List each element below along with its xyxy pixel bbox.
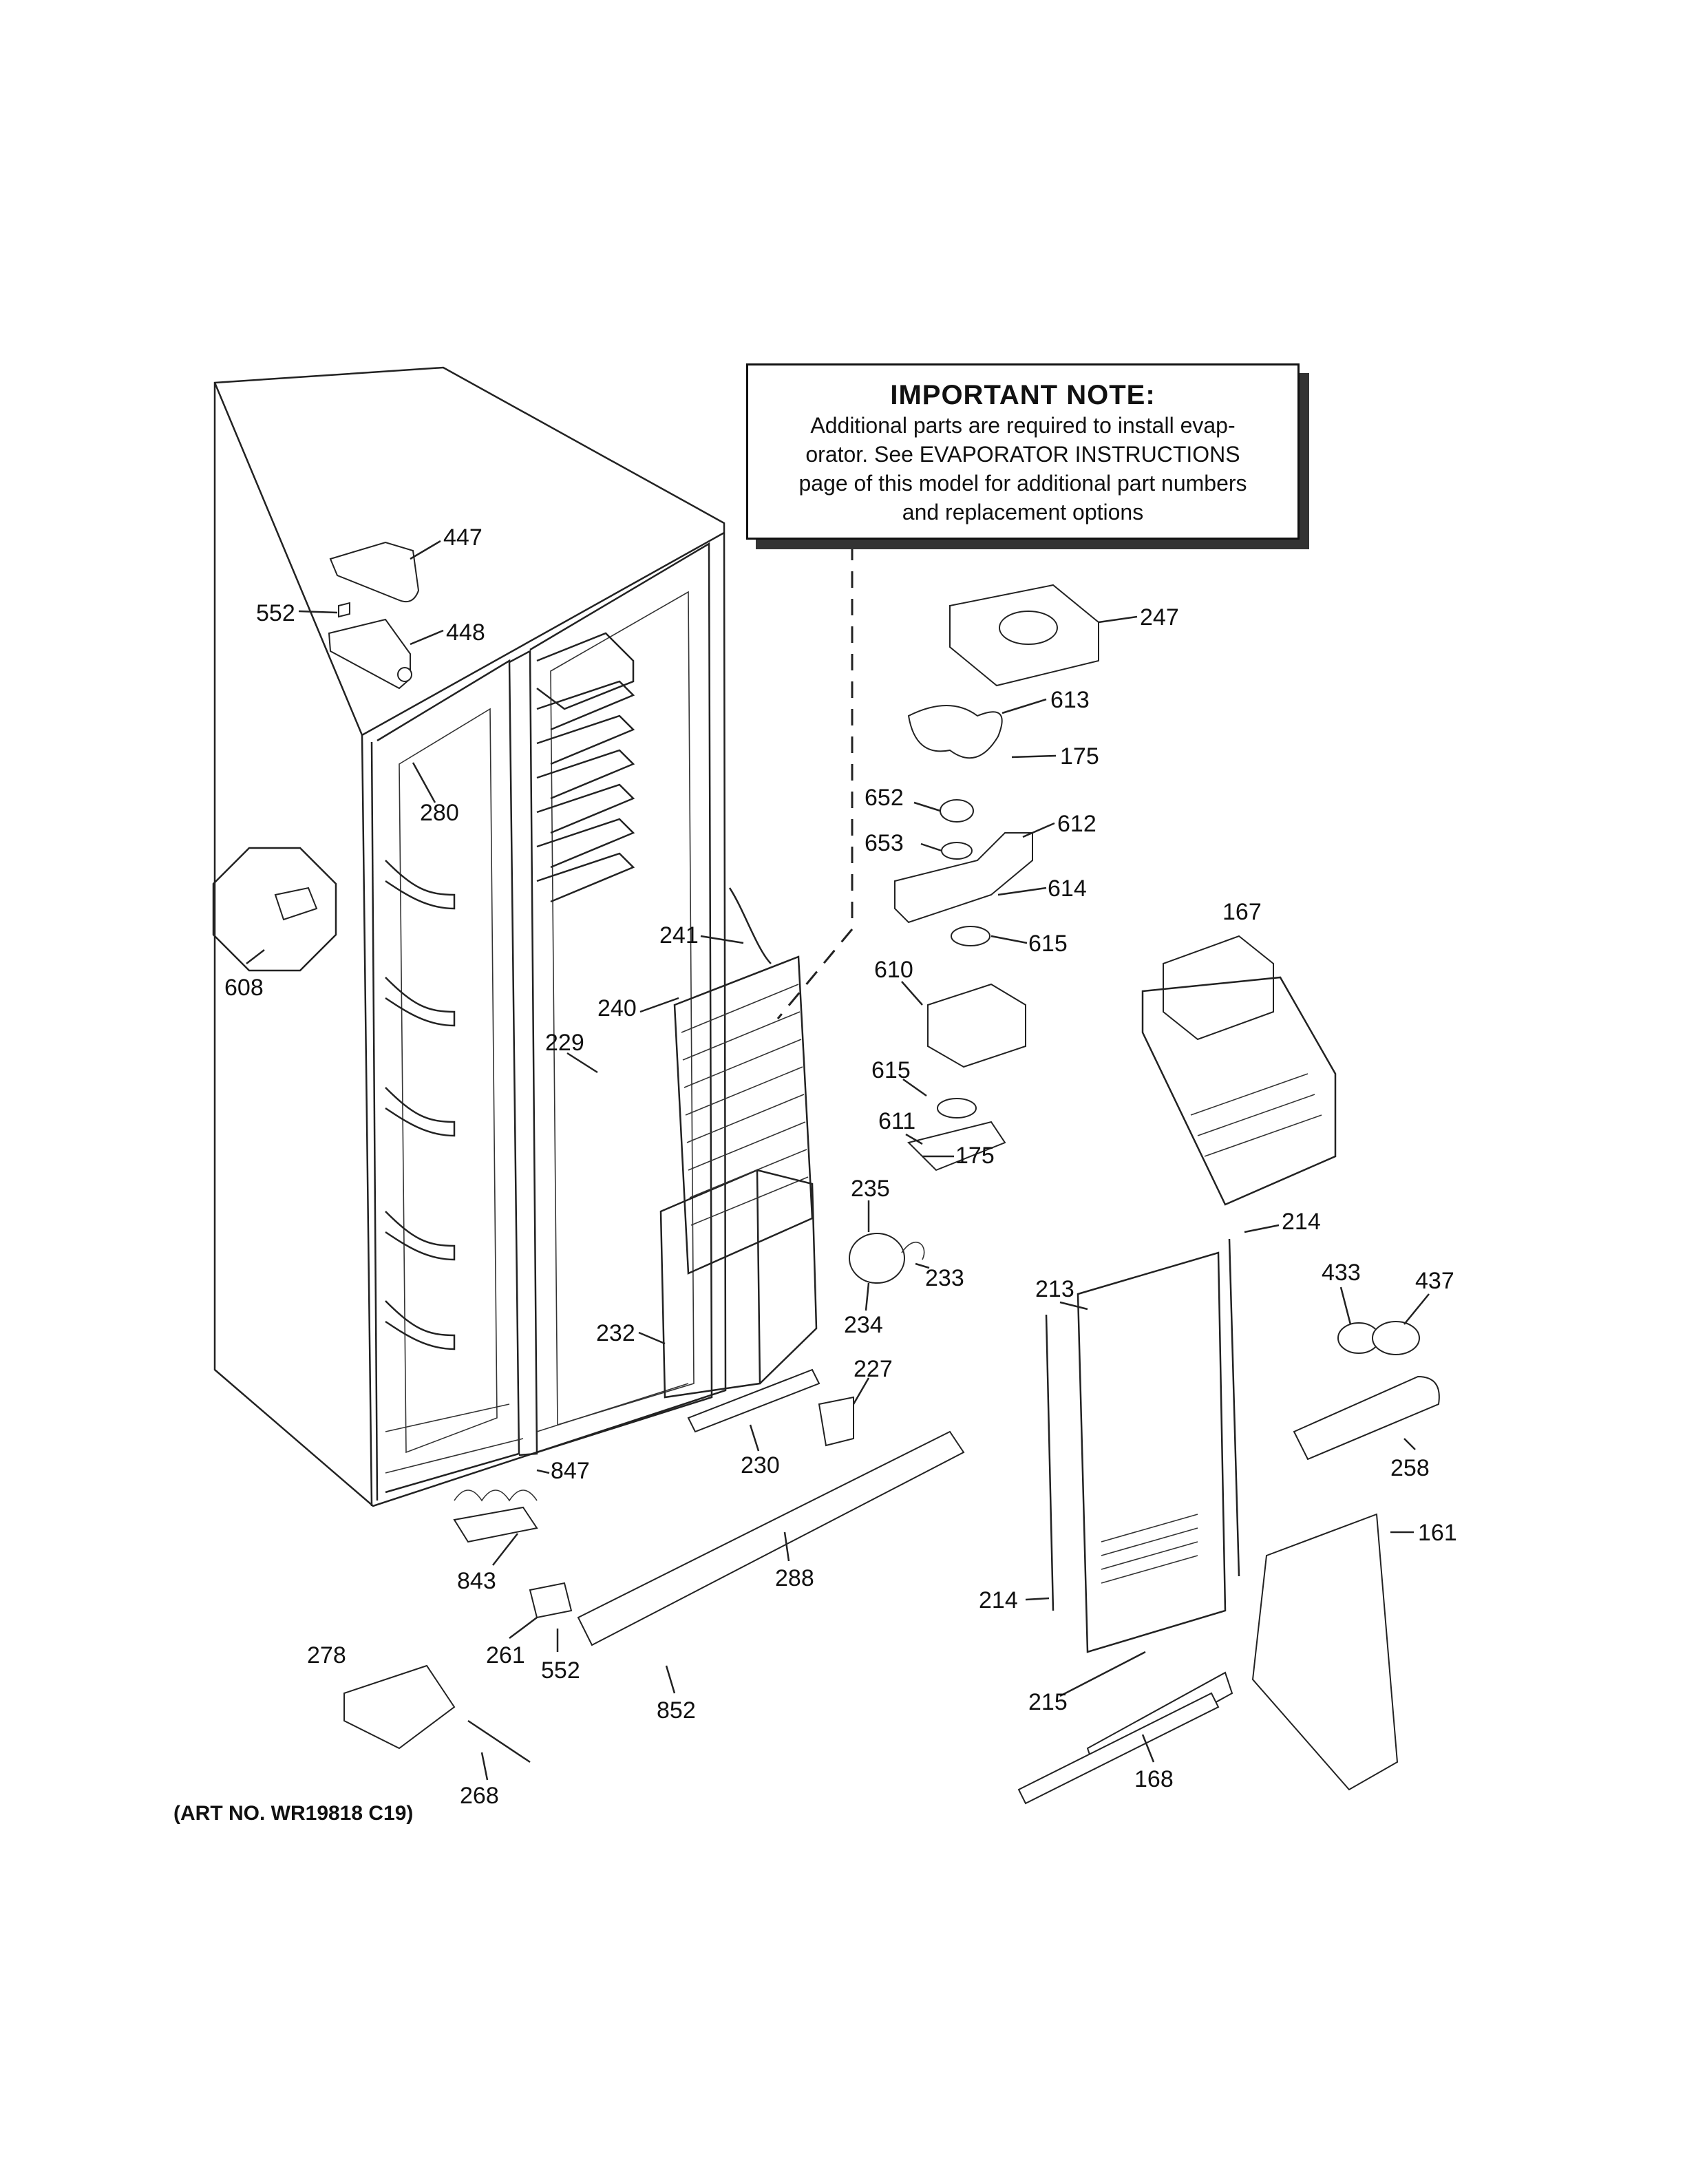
- evaporator-assembly: [659, 887, 818, 1399]
- note-title: IMPORTANT NOTE:: [890, 380, 1156, 410]
- cover-167: [1141, 935, 1337, 1206]
- bottom-parts: [343, 1368, 1233, 1805]
- art-number: (ART NO. WR19818 C19): [173, 1802, 414, 1825]
- callout-448: 448: [446, 619, 485, 646]
- switch-inset-608: [212, 847, 337, 972]
- important-note-box: IMPORTANT NOTE: Additional parts are req…: [746, 363, 1300, 540]
- callout-852: 852: [657, 1697, 696, 1724]
- callout-232: 232: [596, 1320, 635, 1346]
- callout-215: 215: [1028, 1689, 1068, 1715]
- callout-235: 235: [851, 1176, 890, 1202]
- callout-433: 433: [1322, 1260, 1361, 1286]
- callout-614: 614: [1048, 876, 1087, 902]
- callout-847: 847: [551, 1458, 590, 1484]
- callout-233: 233: [925, 1265, 964, 1291]
- fan-motor-parts: [849, 584, 1099, 1284]
- callout-229: 229: [545, 1030, 584, 1056]
- callout-611: 611: [878, 1108, 915, 1134]
- callout-214-lower: 214: [979, 1587, 1018, 1613]
- callout-268: 268: [460, 1783, 499, 1809]
- note-dashed-leader: [776, 544, 854, 1019]
- callout-leaders: [246, 540, 1430, 1781]
- note-line-1: Additional parts are required to install…: [810, 413, 1236, 438]
- callout-615-upper: 615: [1028, 931, 1068, 957]
- callout-288: 288: [775, 1565, 814, 1591]
- note-body: Additional parts are required to install…: [748, 411, 1297, 527]
- callout-258: 258: [1390, 1455, 1430, 1481]
- shield-161: [1251, 1513, 1399, 1791]
- callout-615-lower: 615: [871, 1057, 911, 1083]
- note-line-3: page of this model for additional part n…: [798, 471, 1247, 496]
- callout-608: 608: [224, 975, 264, 1001]
- light-parts: [1293, 1321, 1440, 1461]
- callout-161: 161: [1418, 1520, 1457, 1546]
- callout-227: 227: [854, 1356, 893, 1382]
- callout-261: 261: [486, 1642, 525, 1668]
- callout-653: 653: [865, 830, 904, 856]
- note-line-4: and replacement options: [902, 500, 1144, 524]
- callout-610: 610: [874, 957, 913, 983]
- callout-213: 213: [1035, 1276, 1074, 1302]
- note-line-2: orator. See EVAPORATOR INSTRUCTIONS: [805, 442, 1240, 467]
- callout-167: 167: [1222, 899, 1262, 925]
- callout-175-upper: 175: [1060, 743, 1099, 770]
- rear-panel-213: [1045, 1238, 1240, 1653]
- callout-214-upper: 214: [1282, 1209, 1321, 1235]
- callout-168: 168: [1134, 1766, 1174, 1792]
- callout-247: 247: [1140, 604, 1179, 630]
- callout-labels: 447 552 448 280 608 247 613 175 652 653 …: [224, 524, 1457, 1809]
- callout-552-bottom: 552: [541, 1657, 580, 1684]
- callout-280: 280: [420, 800, 459, 826]
- callout-652: 652: [865, 785, 904, 811]
- callout-234: 234: [844, 1312, 883, 1338]
- callout-241: 241: [659, 922, 699, 948]
- top-hinge-parts: [328, 541, 420, 690]
- callout-230: 230: [741, 1452, 780, 1478]
- callout-447: 447: [443, 524, 483, 551]
- refrigerator-cabinet: [213, 366, 727, 1507]
- callout-240: 240: [597, 995, 637, 1021]
- callout-843: 843: [457, 1568, 496, 1594]
- callout-612: 612: [1057, 811, 1096, 837]
- callout-278: 278: [307, 1642, 346, 1668]
- callout-552-top: 552: [256, 600, 295, 626]
- callout-437: 437: [1415, 1268, 1454, 1294]
- callout-175-lower: 175: [955, 1143, 995, 1169]
- callout-613: 613: [1050, 687, 1090, 713]
